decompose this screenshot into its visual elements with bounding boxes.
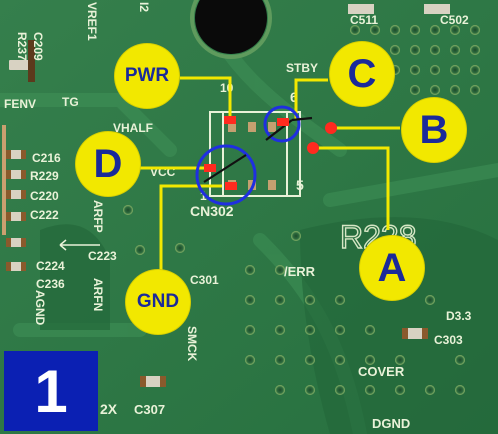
mounting-hole (195, 0, 267, 54)
svg-text:ARFP: ARFP (91, 200, 105, 233)
pad-c (277, 118, 289, 126)
svg-text:VREF1: VREF1 (85, 2, 99, 41)
svg-text:C236: C236 (36, 277, 65, 291)
pad-b (325, 122, 337, 134)
callout-d: D (76, 132, 140, 196)
svg-text:6: 6 (290, 89, 298, 105)
svg-text:STBY: STBY (286, 61, 318, 75)
pad-d (204, 164, 216, 172)
svg-text:1: 1 (200, 189, 207, 203)
callout-leader-lines (140, 76, 400, 270)
svg-text:FENV: FENV (4, 97, 36, 111)
svg-text:C303: C303 (434, 333, 463, 347)
svg-text:ARFN: ARFN (91, 278, 105, 311)
svg-text:C502: C502 (440, 13, 469, 27)
darker-regions (40, 217, 498, 434)
callout-c: C (330, 42, 394, 106)
step-number-badge: 1 (4, 351, 98, 431)
pad-markers (204, 116, 337, 190)
svg-text:DGND: DGND (372, 416, 410, 431)
svg-text:C223: C223 (88, 249, 117, 263)
svg-text:VHALF: VHALF (113, 121, 153, 135)
svg-text:C307: C307 (134, 402, 165, 417)
svg-text:/ERR: /ERR (284, 264, 316, 279)
svg-text:COVER: COVER (358, 364, 405, 379)
svg-text:C224: C224 (36, 259, 65, 273)
svg-text:R237: R237 (15, 32, 29, 61)
svg-text:R229: R229 (30, 169, 59, 183)
svg-text:I2: I2 (137, 2, 151, 12)
svg-text:C301: C301 (190, 273, 219, 287)
svg-text:2X: 2X (100, 401, 118, 417)
pad-pwr (224, 116, 236, 124)
svg-text:C209: C209 (31, 32, 45, 61)
ring-d (195, 144, 257, 206)
pad-gnd (225, 182, 237, 190)
callout-gnd: GND (126, 270, 190, 334)
callout-pwr: PWR (115, 44, 179, 108)
svg-text:CN302: CN302 (190, 203, 234, 219)
svg-text:AGND: AGND (33, 290, 47, 326)
svg-text:5: 5 (296, 177, 304, 193)
pad-a (307, 142, 319, 154)
probe-rings (195, 105, 301, 206)
svg-text:C216: C216 (32, 151, 61, 165)
svg-text:TG: TG (62, 95, 79, 109)
svg-text:C511: C511 (350, 13, 378, 27)
smd-components (2, 4, 450, 387)
svg-text:C220: C220 (30, 189, 59, 203)
svg-text:10: 10 (220, 81, 234, 95)
svg-text:C222: C222 (30, 208, 59, 222)
callout-b: B (402, 98, 466, 162)
via-grid (123, 25, 480, 395)
svg-text:D3.3: D3.3 (446, 309, 472, 323)
svg-text:SMCK: SMCK (185, 326, 199, 362)
callout-a: A (360, 236, 424, 300)
ring-c (263, 105, 301, 143)
